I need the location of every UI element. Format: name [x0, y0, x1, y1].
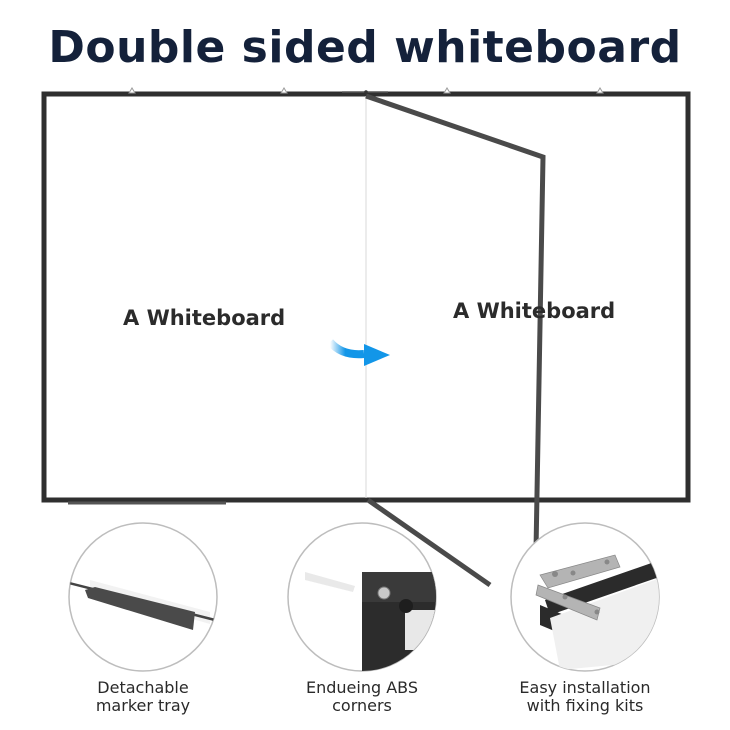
abs-corner-closeup-icon [287, 522, 437, 672]
caption-line: with fixing kits [526, 696, 644, 715]
right-board-label: A Whiteboard [453, 299, 616, 323]
caption-line: marker tray [95, 696, 191, 715]
left-board-label: A Whiteboard [123, 306, 286, 330]
flip-arrow-icon [326, 339, 390, 366]
page-title: Double sided whiteboard [48, 22, 682, 73]
caption-line: corners [332, 696, 392, 715]
caption-line: Detachable [97, 678, 189, 697]
flipped-board-outline [365, 93, 546, 588]
fixing-kit-closeup-icon [510, 522, 660, 672]
feature-caption-marker-tray: Detachable marker tray [48, 679, 238, 715]
caption-line: Endueing ABS [305, 678, 418, 697]
whiteboard-frame [41, 87, 691, 505]
marker-tray-closeup-icon [68, 522, 218, 672]
caption-line: Easy installation [519, 678, 651, 697]
feature-caption-abs-corners: Endueing ABS corners [267, 679, 457, 715]
feature-caption-fixing-kits: Easy installation with fixing kits [490, 679, 680, 715]
